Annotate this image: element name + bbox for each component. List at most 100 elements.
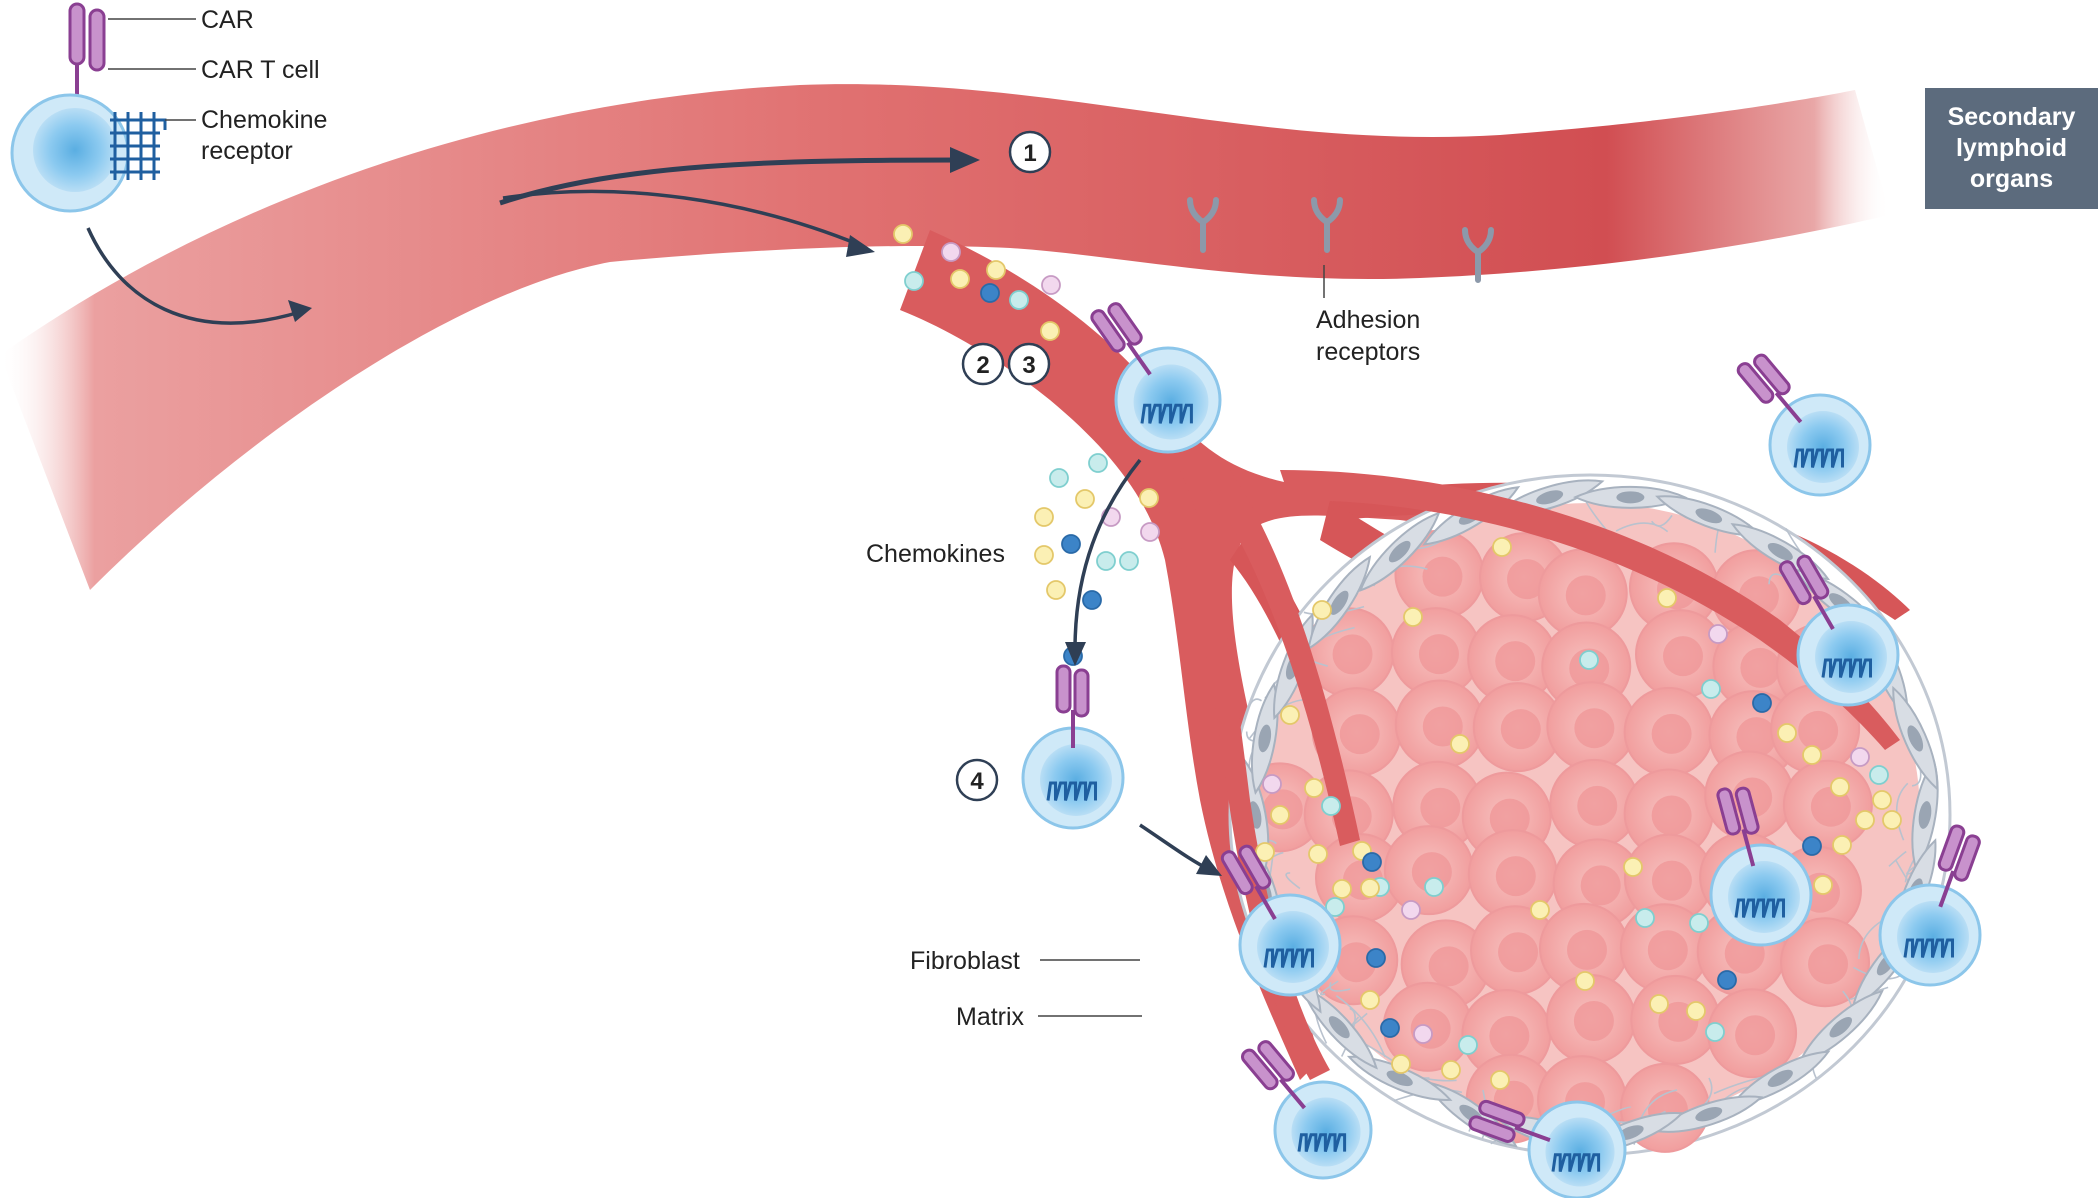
chemokine-dot	[1802, 745, 1822, 765]
matrix-fiber	[1244, 698, 1262, 720]
tumor-cell	[1782, 759, 1873, 850]
chemokine-dot	[1869, 765, 1889, 785]
chemokine-dot	[1391, 1054, 1411, 1074]
chemokine-dot	[1304, 778, 1324, 798]
chemokine-dot	[1872, 790, 1892, 810]
tumor-cell	[1390, 607, 1481, 698]
chemokine-dot	[1623, 857, 1643, 877]
chemokine-dot	[1096, 551, 1116, 571]
chemokine-dot	[1855, 810, 1875, 830]
tumor-cell	[1780, 917, 1871, 1008]
step-circle	[1008, 130, 1052, 174]
chemokine-dot	[1308, 844, 1328, 864]
chemokine-dot	[1280, 705, 1300, 725]
chemokine-dot	[1262, 774, 1282, 794]
arrows	[86, 157, 1211, 872]
tumor-cell	[1470, 905, 1561, 996]
matrix-fiber	[1895, 782, 1909, 841]
car-icon	[1090, 302, 1152, 376]
chemokine-dot	[1119, 551, 1139, 571]
arrow-step1	[499, 157, 961, 206]
chemokines-label: Chemokines	[866, 540, 1005, 568]
chemokine-dot	[1360, 990, 1380, 1010]
chemokine-dot	[1441, 1060, 1461, 1080]
intratumoral-vessel-1	[1165, 470, 1330, 1080]
adhesion-receptors-label: Adhesion	[1316, 306, 1420, 334]
chemokine-dot	[1579, 650, 1599, 670]
chemokine-dot	[1041, 275, 1061, 295]
matrix-fiber	[1329, 982, 1351, 992]
chemokine-dot	[1813, 875, 1833, 895]
matrix-fiber	[1285, 872, 1301, 890]
tumor-cell	[1623, 686, 1714, 777]
adhesion-receptors	[1187, 197, 1494, 283]
matrix-label: Matrix	[956, 1003, 1025, 1031]
matrix-fiber	[1351, 1012, 1368, 1026]
chemokine-dot	[1686, 1001, 1706, 1021]
fibroblast-label: Fibroblast	[910, 947, 1020, 975]
chemokine-dot	[1492, 537, 1512, 557]
tumor-cell	[1546, 681, 1637, 772]
legend-car-t-cell-label: CAR T cell	[201, 56, 320, 84]
matrix-fiber	[1888, 850, 1907, 867]
tumor-cell	[1545, 973, 1636, 1064]
step-circle	[1007, 342, 1051, 386]
tumor-cell	[1635, 609, 1726, 700]
tumor-cell	[1383, 825, 1474, 916]
chemokine-dot	[950, 269, 970, 289]
main-vessel	[0, 84, 1890, 590]
legend-car-icon	[68, 2, 106, 118]
chemokine-dot	[1082, 590, 1102, 610]
matrix-fiber	[1651, 514, 1673, 527]
car-t-cell	[1468, 1099, 1627, 1198]
car-t-cell	[1878, 824, 1982, 987]
tumor-cell	[1707, 988, 1798, 1079]
chemokine-dot	[1705, 1022, 1725, 1042]
fibroblast-cell	[1358, 511, 1441, 592]
car-t-cell	[1021, 664, 1125, 830]
chemokine-receptor-icon	[1046, 781, 1097, 801]
chemokine-dot	[1882, 810, 1902, 830]
step-marker-3: 3	[1007, 342, 1051, 386]
organ-box-line2: lymphoid	[1955, 134, 2068, 162]
arrowhead-icon	[1065, 642, 1086, 666]
chemokine-dot	[1255, 842, 1275, 862]
chemokine-dot	[1752, 693, 1772, 713]
matrix-fiber	[1320, 980, 1339, 996]
car-t-cell	[1220, 844, 1342, 997]
tumor-mass	[1228, 473, 1952, 1157]
legend-car-label: CAR	[201, 6, 254, 34]
adhesion-receptor-icon	[1311, 197, 1343, 253]
chemokine-dot	[941, 242, 961, 262]
chemokine-dot	[1649, 994, 1669, 1014]
chemokine-receptor-icon	[1903, 938, 1954, 958]
tumor-cell	[1623, 768, 1714, 859]
chemokine-receptor-icon	[1821, 658, 1872, 678]
tumor-cell	[1538, 902, 1629, 993]
chemokine-dot	[1088, 453, 1108, 473]
chemokine-dot	[1424, 877, 1444, 897]
matrix-fiber	[1335, 995, 1386, 1058]
arrow-chemokine-gradient	[1073, 458, 1142, 651]
arrowhead-icon	[950, 147, 980, 173]
chemokine-dot	[1850, 747, 1870, 767]
arrow-step2	[502, 189, 861, 247]
intratumoral-vessel-3	[1280, 470, 1900, 750]
chemokine-dot	[1321, 796, 1341, 816]
organ-box-line1: Secondary	[1947, 103, 2076, 131]
arrowhead-icon	[288, 300, 312, 322]
chemokine-dot	[1325, 897, 1345, 917]
chemokine-dot	[1413, 1024, 1433, 1044]
chemokine-dot	[1362, 852, 1382, 872]
adhesion-receptor-icon	[1462, 227, 1494, 283]
arrowhead-icon	[1196, 855, 1222, 876]
chemokine-dot	[893, 224, 913, 244]
matrix-fiber	[1615, 522, 1669, 533]
car-icon	[1055, 664, 1090, 748]
chemokine-dot	[1458, 1035, 1478, 1055]
legend: CAR CAR T cell Chemokine receptor	[10, 2, 327, 213]
chemokine-dot	[1403, 607, 1423, 627]
chemokine-dot	[1034, 545, 1054, 565]
legend-chemokine-receptor-label: Chemokine	[201, 106, 327, 134]
